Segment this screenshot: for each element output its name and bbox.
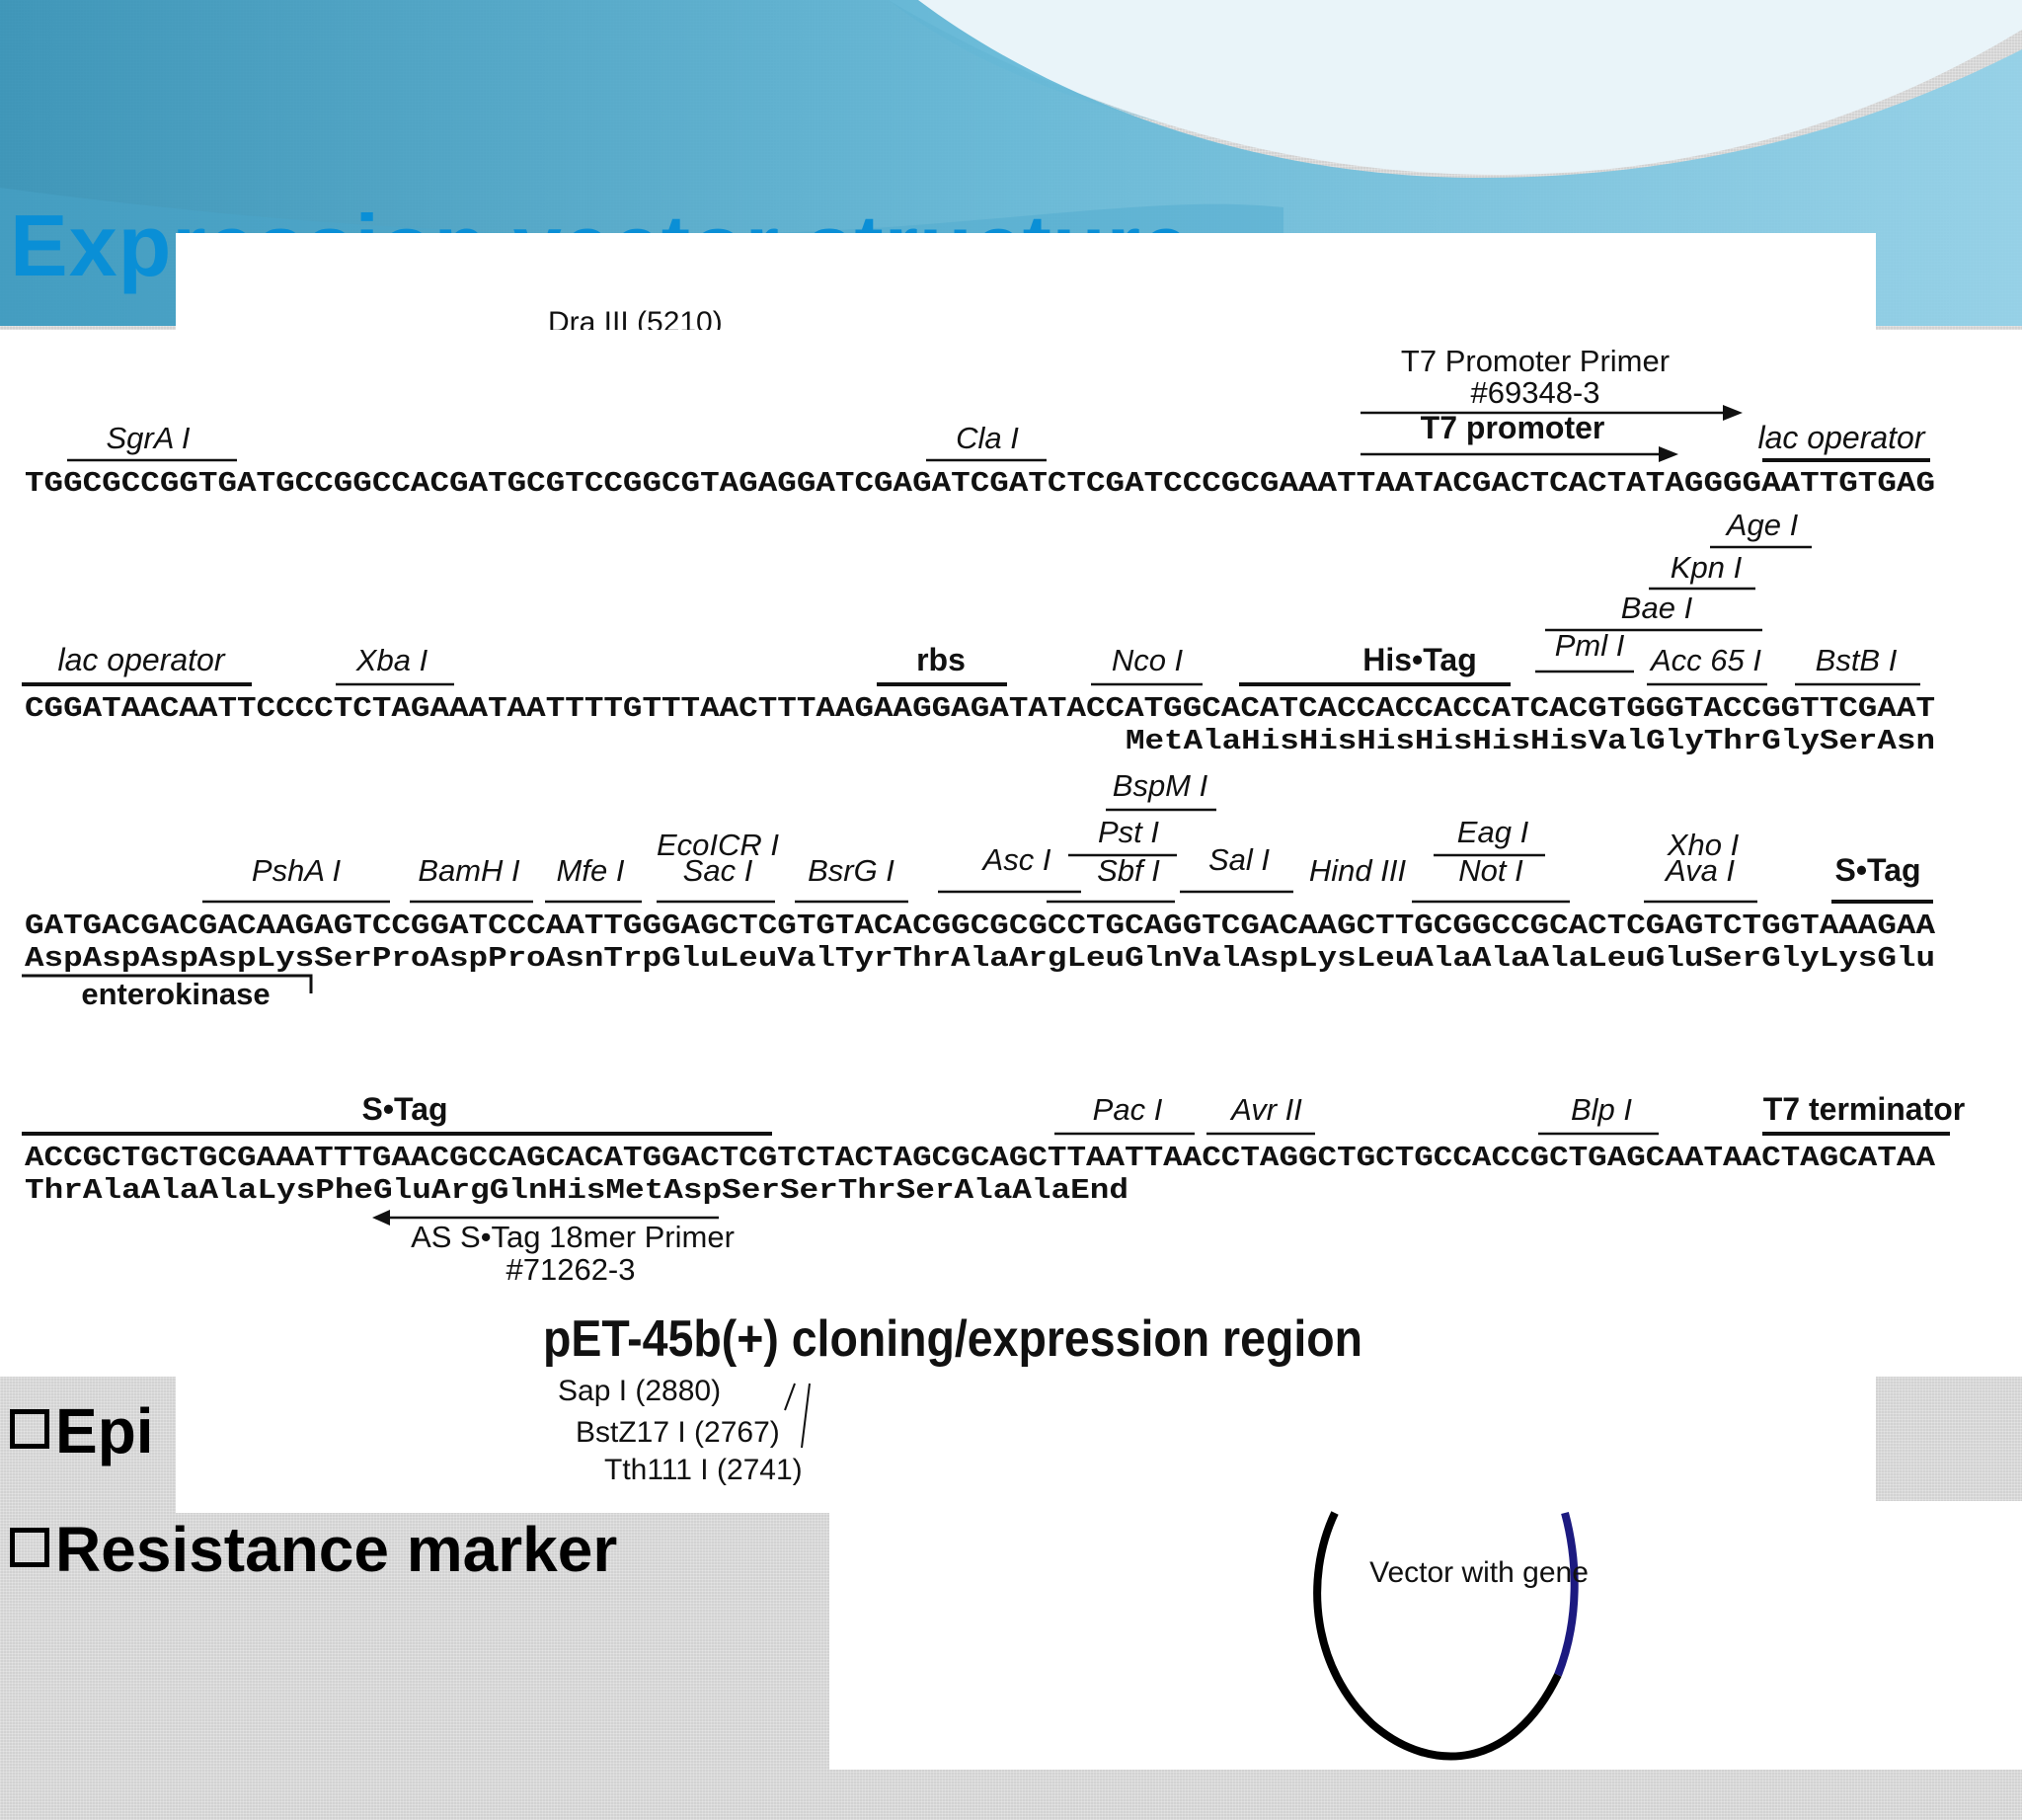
site-bspmi: BspM I [1113,768,1208,803]
site-xbai: Xba I [355,643,428,677]
rbs-label: rbs [916,642,966,677]
site-saci: Sac I [683,853,753,888]
site-bsrgi: BsrG I [808,853,894,888]
site-avrii: Avr II [1229,1092,1302,1127]
dna-sequence-1: TGGCGCCGGTGATGCCGGCCACGATGCGTCCGGCGTAGAG… [25,467,1935,500]
as-s-tag-primer-label: AS S•Tag 18mer Primer [411,1220,735,1254]
site-sgrai: SgrA I [107,421,191,455]
figure-caption: pET-45b(+) cloning/expression region [543,1310,1362,1368]
dna-sequence-2: CGGATAACAATTCCCCTCTAGAAATAATTTTGTTTAACTT… [25,692,1935,725]
site-hindiii: Hind III [1309,853,1407,888]
site-blpi: Blp I [1571,1092,1632,1127]
vector-with-gene-label: Vector with gene [1369,1556,1589,1589]
site-avai: Ava I [1664,853,1735,888]
site-ncoi: Nco I [1112,643,1184,677]
lac-operator-label-2: lac operator [58,642,226,677]
cloning-region-diagram: Dra III (5210) T7 Promoter Primer #69348… [0,306,2022,1486]
t7-terminator-label: T7 terminator [1763,1091,1965,1127]
s-tag-label-1: S•Tag [1834,852,1920,888]
vector-circle-backbone [1313,1511,1562,1761]
t7-primer-number: #69348-3 [1470,375,1599,410]
map-site-sapi: Sap I (2880) [558,1375,721,1407]
vector-panel [829,1501,2022,1770]
site-paci: Pac I [1093,1092,1163,1127]
site-xhoi: Xho I [1667,828,1740,862]
site-eagi: Eag I [1457,815,1529,849]
protein-sequence-4: ThrAlaAlaAlaLysPheGluArgGlnHisMetAspSerS… [25,1174,1128,1207]
site-psti: Pst I [1098,815,1159,849]
site-pmli: Pml I [1555,628,1625,663]
site-sbfi: Sbf I [1097,853,1160,888]
sequence-panel [0,330,2022,1377]
vector-with-gene-diagram: Vector with gene [1313,1511,1589,1761]
checkbox-icon [10,1409,49,1449]
sequence-row-3: BspM I Pst I Eag I EcoICR I Xho I Asc I … [22,768,1936,1011]
site-baei: Bae I [1621,591,1693,625]
vector-gene-insert [1554,1511,1579,1677]
site-asci: Asc I [981,842,1051,877]
sequence-row-4: S•Tag Pac I Avr II Blp I T7 terminator A… [22,1091,1965,1287]
site-acc65i: Acc 65 I [1649,643,1761,677]
dna-sequence-4: ACCGCTGCTGCGAAATTTGAACGCCAGCACATGGACTCGT… [25,1142,1936,1174]
sequence-row-2: Age I Kpn I Bae I Pml I lac operator Xba… [22,508,1935,757]
site-ecoicri: EcoICR I [657,828,779,862]
site-bamhi: BamH I [418,853,520,888]
site-bstbi: BstB I [1816,643,1898,677]
checkbox-icon [10,1528,49,1567]
t7-primer-label: T7 Promoter Primer [1401,344,1670,378]
dna-sequence-3: GATGACGACGACAAGAGTCCGGATCCCAATTGGGAGCTCG… [25,910,1936,942]
sequence-row-1: T7 Promoter Primer #69348-3 T7 promoter … [25,344,1935,500]
map-site-tth111i: Tth111 I (2741) [604,1454,803,1486]
site-sali: Sal I [1208,842,1270,877]
site-pshai: PshA I [252,853,342,888]
site-noti: Not I [1458,853,1523,888]
site-kpni: Kpn I [1671,550,1743,585]
s-tag-label-2: S•Tag [361,1091,447,1127]
bullet-resistance-marker: Resistance marker [10,1513,617,1586]
protein-sequence-3: AspAspAspAspLysSerProAspProAsnTrpGluLeuV… [25,942,1935,975]
his-tag-label: His•Tag [1362,642,1477,677]
bullet-epi: Epi [10,1394,154,1467]
lac-operator-label-1: lac operator [1758,420,1926,455]
t7-promoter-label: T7 promoter [1421,410,1605,445]
site-agei: Age I [1725,508,1799,542]
as-s-tag-primer-number: #71262-3 [506,1252,635,1287]
site-mfei: Mfe I [557,853,625,888]
map-site-bstz17i: BstZ17 I (2767) [576,1416,780,1449]
enterokinase-label: enterokinase [81,977,270,1011]
protein-sequence-2: MetAlaHisHisHisHisHisHisValGlyThrGlySerA… [1126,725,1935,757]
site-clai: Cla I [956,421,1019,455]
